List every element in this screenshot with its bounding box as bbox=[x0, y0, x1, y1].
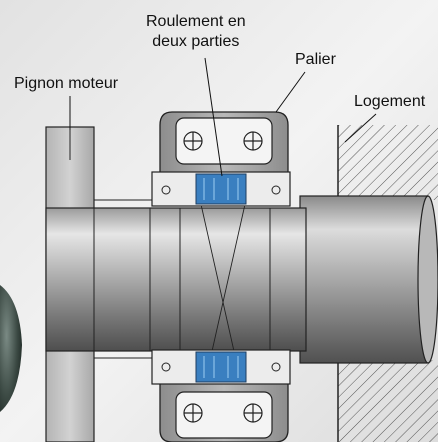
label-roulement: Roulement en deux parties bbox=[146, 12, 246, 52]
label-pignon-moteur: Pignon moteur bbox=[14, 75, 119, 92]
shaft bbox=[45, 199, 307, 359]
contact-lines bbox=[195, 181, 251, 379]
bolt-icon bbox=[183, 403, 263, 423]
label-palier: Palier bbox=[295, 51, 336, 68]
bolt-icon bbox=[183, 131, 263, 151]
palier-bottom bbox=[151, 349, 291, 442]
main-shaft-right bbox=[299, 195, 438, 364]
palier-top bbox=[151, 111, 291, 207]
logement-wall bbox=[337, 125, 438, 442]
label-roulement-line1: Roulement en bbox=[146, 13, 246, 30]
label-roulement-line2: deux parties bbox=[152, 33, 240, 50]
leader-lines bbox=[69, 57, 377, 177]
gear-fragment bbox=[0, 285, 22, 412]
label-logement: Logement bbox=[354, 93, 426, 110]
